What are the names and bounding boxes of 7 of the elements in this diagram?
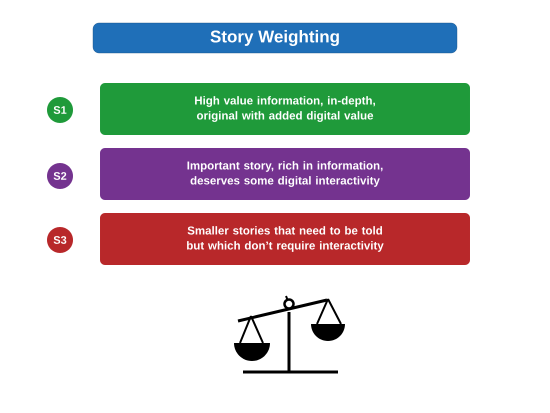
level-badge: S3: [47, 227, 73, 253]
title-banner: Story Weighting: [92, 22, 458, 54]
story-box: Smaller stories that need to be told but which don’t require interactivity: [100, 213, 470, 265]
story-box: High value information, in-depth, original with added digital value: [100, 83, 470, 135]
level-badge: S1: [47, 97, 73, 123]
level-badge: S2: [47, 163, 73, 189]
story-box: Important story, rich in information, deserves some digital interactivity: [100, 148, 470, 200]
